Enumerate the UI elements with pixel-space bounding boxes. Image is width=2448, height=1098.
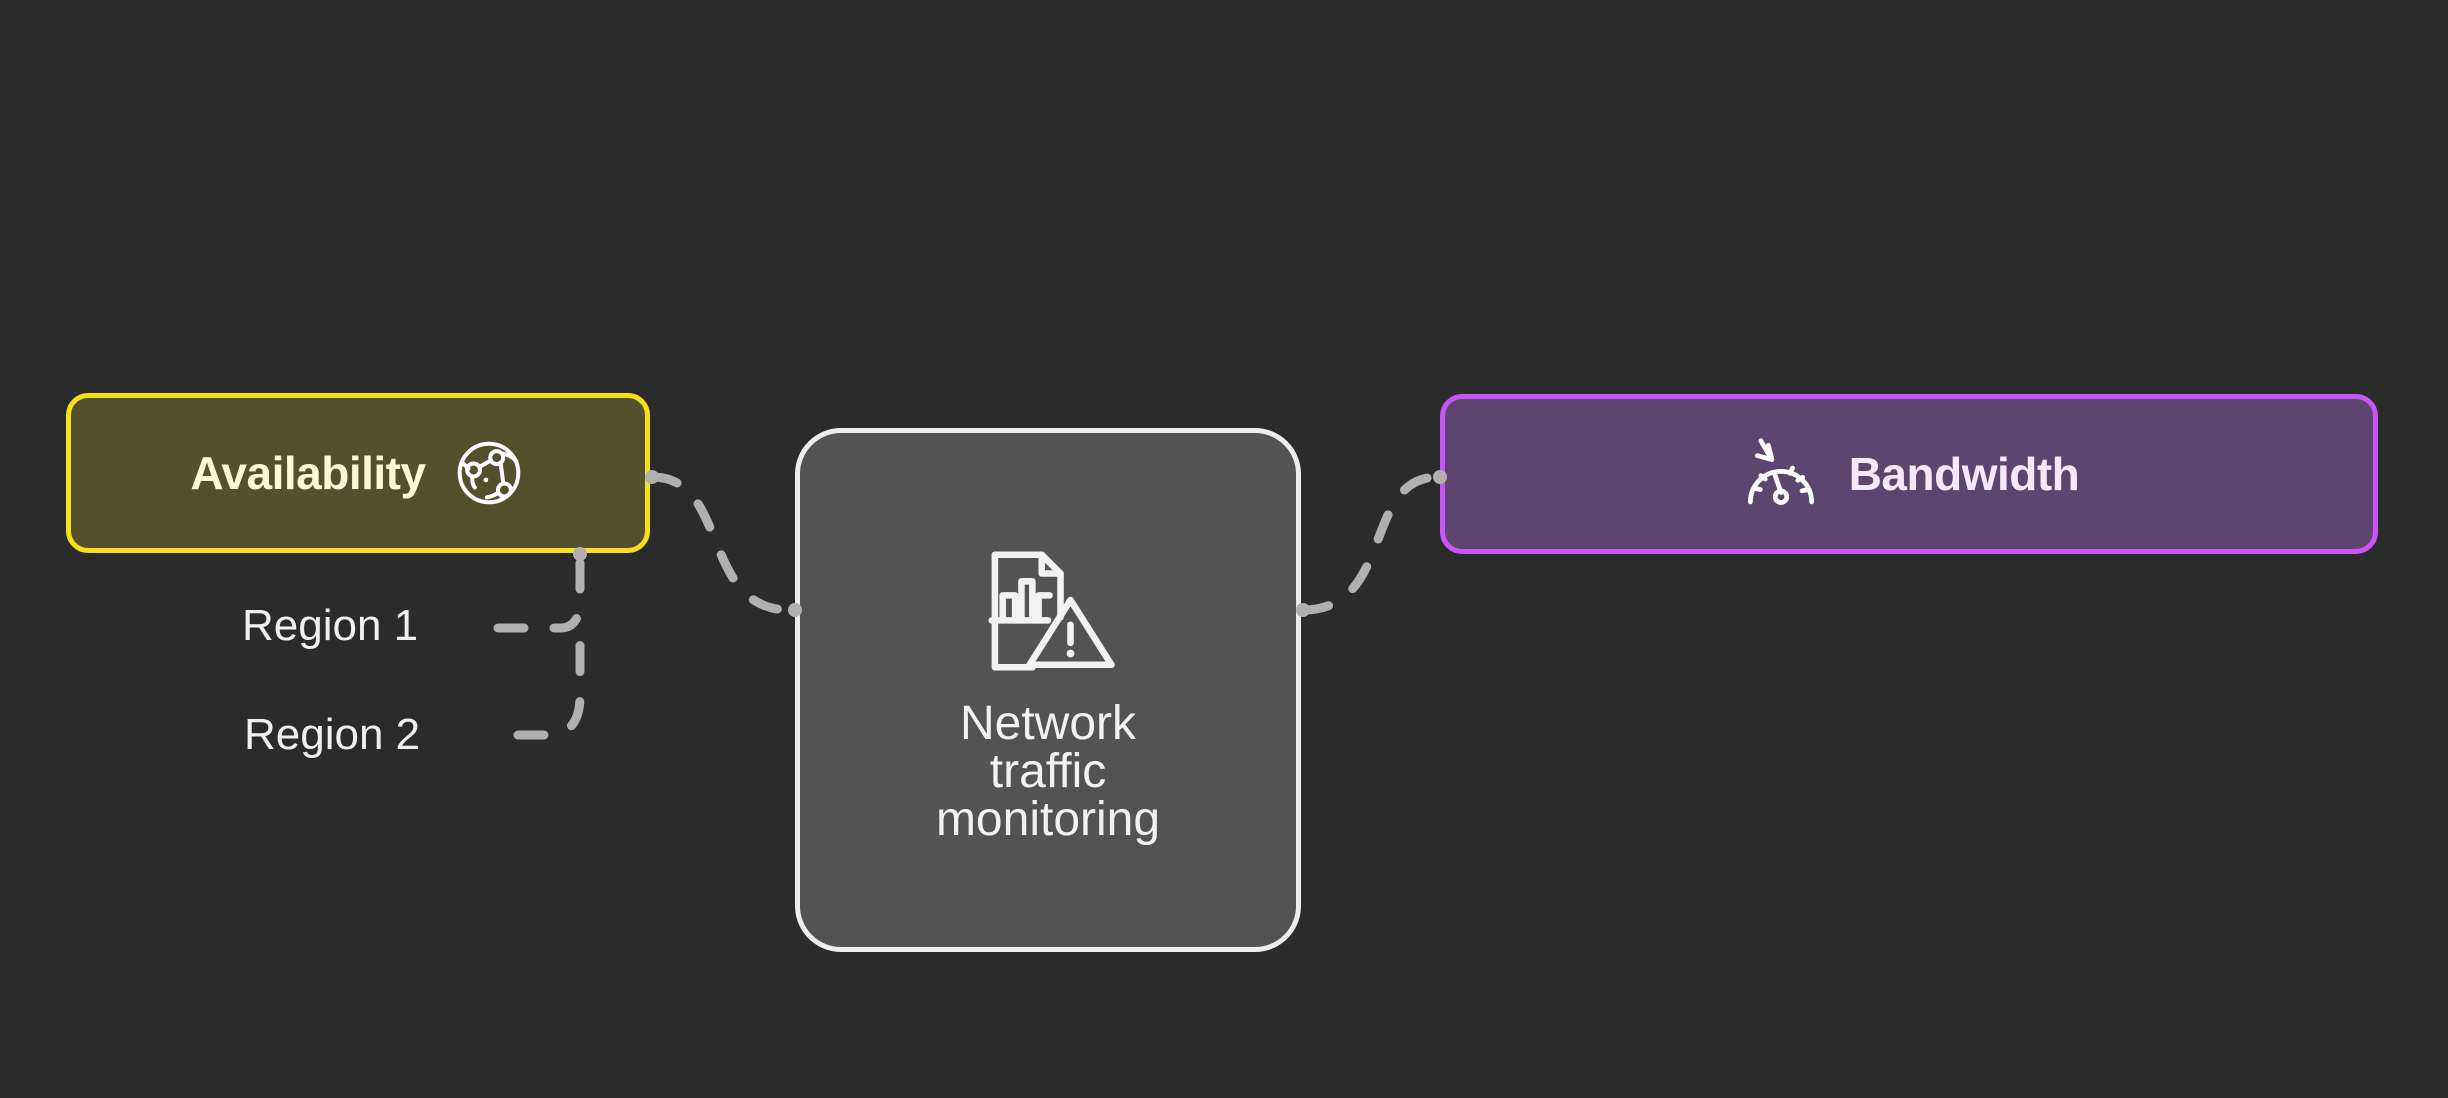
node-network-traffic-monitoring-label: Network traffic monitoring bbox=[936, 700, 1160, 844]
node-availability-label: Availability bbox=[190, 447, 426, 499]
availability-right-handle[interactable] bbox=[645, 470, 659, 484]
edge-region-2-availability bbox=[513, 635, 585, 740]
node-network-traffic-monitoring[interactable]: Network traffic monitoring bbox=[795, 428, 1301, 952]
center-right-handle[interactable] bbox=[1296, 603, 1310, 617]
label-region-1[interactable]: Region 1 bbox=[242, 601, 419, 650]
edge-availability-center bbox=[647, 472, 795, 615]
node-bandwidth-label: Bandwidth bbox=[1848, 448, 2080, 500]
availability-bottom-handle[interactable] bbox=[573, 547, 587, 561]
node-availability[interactable]: Availability bbox=[66, 393, 650, 553]
node-center-label-line-3: monitoring bbox=[935, 793, 1161, 846]
gauge-download-icon bbox=[1739, 432, 1823, 516]
node-center-label-line-1: Network bbox=[959, 697, 1137, 750]
center-left-handle[interactable] bbox=[788, 603, 802, 617]
globe-network-icon bbox=[452, 436, 526, 510]
node-bandwidth[interactable]: Bandwidth bbox=[1440, 394, 2378, 554]
node-center-label-line-2: traffic bbox=[989, 745, 1107, 798]
edge-region-1-availability bbox=[493, 551, 585, 633]
edge-center-bandwidth bbox=[1298, 472, 1443, 615]
label-region-2[interactable]: Region 2 bbox=[244, 710, 421, 759]
bandwidth-left-handle[interactable] bbox=[1433, 470, 1447, 484]
report-chart-warning-icon bbox=[973, 536, 1123, 686]
